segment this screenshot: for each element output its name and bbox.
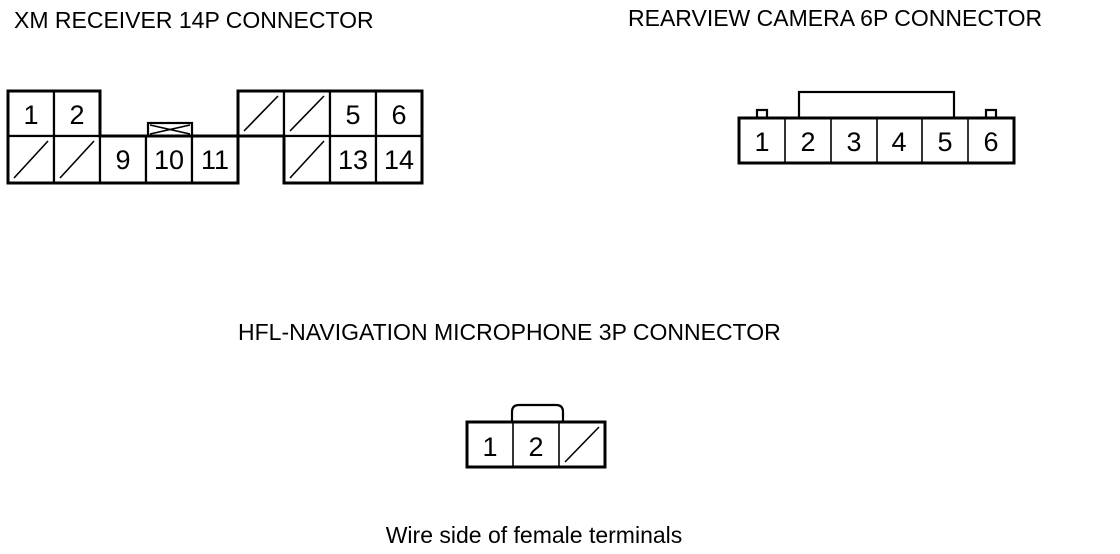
microphone-pin-label: 1	[482, 432, 497, 462]
xm-pin-label: 13	[338, 145, 368, 175]
xm-pin-label: 1	[23, 100, 38, 130]
xm-cavity-10	[144, 134, 194, 185]
microphone-connector: 1 2	[465, 403, 607, 469]
xm-pin-label: 10	[154, 145, 184, 175]
microphone-connector-title: HFL-NAVIGATION MICROPHONE 3P CONNECTOR	[238, 319, 781, 345]
xm-connector-title: XM RECEIVER 14P CONNECTOR	[14, 7, 374, 33]
xm-pin-label: 9	[115, 145, 130, 175]
footer-note: Wire side of female terminals	[386, 522, 683, 548]
xm-pin-label: 11	[201, 145, 229, 175]
camera-pin-label: 6	[983, 127, 998, 157]
microphone-pin-label: 2	[528, 432, 543, 462]
microphone-latch	[510, 403, 565, 424]
camera-connector-title: REARVIEW CAMERA 6P CONNECTOR	[628, 5, 1042, 31]
camera-latch	[797, 90, 956, 120]
xm-pin-label: 14	[384, 145, 414, 175]
xm-cavity-11	[190, 134, 240, 185]
xm-pin-label: 6	[391, 100, 406, 130]
microphone-body	[465, 420, 607, 469]
xm-pin-label: 2	[69, 100, 84, 130]
camera-pin-label: 2	[800, 127, 815, 157]
xm-pin-label: 5	[345, 100, 360, 130]
xm-receiver-connector: 1 2 5 6 9 10 11 13 14	[6, 89, 424, 185]
camera-pin-label: 1	[754, 127, 769, 157]
camera-pin-label: 5	[937, 127, 952, 157]
xm-cavity-14	[374, 134, 424, 185]
camera-pin-label: 3	[846, 127, 861, 157]
camera-pin-label: 4	[891, 127, 906, 157]
rearview-camera-connector: 1 2 3 4 5 6	[737, 90, 1016, 165]
